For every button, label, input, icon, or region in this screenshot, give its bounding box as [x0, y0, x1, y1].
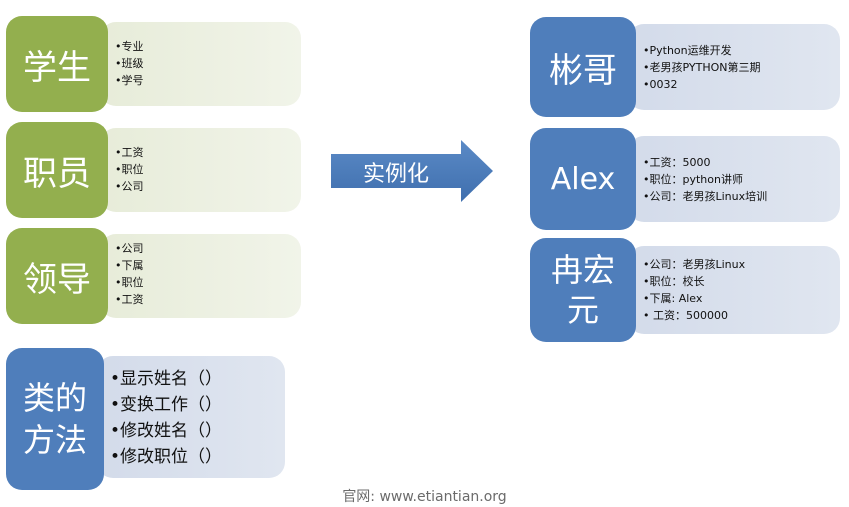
instance-binge-title: 彬哥 — [549, 50, 617, 91]
class-leader-box: 领导 — [6, 228, 108, 324]
list-item: 工资 — [115, 144, 144, 161]
list-item: 公司 — [115, 178, 144, 195]
list-item: 工资：500000 — [643, 307, 745, 324]
list-item: Python运维开发 — [643, 42, 761, 59]
class-staff-title: 职员 — [23, 153, 91, 194]
class-leader-attributes: 公司 下属 职位 工资 — [115, 240, 144, 308]
instance-alex-box: Alex — [530, 128, 636, 230]
instance-ran-title: 冉宏元 — [550, 251, 615, 329]
class-student-attributes: 专业 班级 学号 — [115, 38, 144, 89]
list-item: 职位 — [115, 161, 144, 178]
instance-ran-attributes: 公司：老男孩Linux 职位：校长 下属: Alex 工资：500000 — [643, 256, 746, 324]
instantiate-arrow — [331, 140, 493, 202]
class-student-box: 学生 — [6, 16, 108, 112]
list-item: 职位：校长 — [643, 273, 745, 290]
list-item: 下属 — [115, 257, 144, 274]
list-item: 公司：老男孩Linux — [643, 256, 746, 273]
list-item: 班级 — [115, 55, 144, 72]
footer-website: 官网: www.etiantian.org — [342, 489, 507, 505]
class-methods-list: 显示姓名（） 变换工作（） 修改姓名（） 修改职位（） — [110, 366, 222, 470]
list-item: 老男孩PYTHON第三期 — [643, 59, 761, 76]
list-item: 修改姓名（） — [110, 418, 222, 444]
class-methods-title: 类的方法 — [22, 379, 87, 459]
list-item: 学号 — [115, 72, 144, 89]
list-item: 变换工作（） — [110, 392, 222, 418]
instance-ran-box: 冉宏元 — [530, 238, 636, 342]
class-leader-title: 领导 — [23, 259, 91, 300]
instance-binge-box: 彬哥 — [530, 17, 636, 117]
list-item: 工资：5000 — [643, 154, 767, 171]
list-item: 修改职位（） — [110, 444, 222, 470]
class-methods-box: 类的方法 — [6, 348, 104, 490]
class-staff-attributes: 工资 职位 公司 — [115, 144, 144, 195]
list-item: 专业 — [115, 38, 144, 55]
list-item: 0032 — [643, 76, 761, 93]
list-item: 公司：老男孩Linux培训 — [643, 188, 768, 205]
instance-alex-title: Alex — [550, 161, 616, 197]
class-staff-box: 职员 — [6, 122, 108, 218]
list-item: 工资 — [115, 291, 144, 308]
arrow-label: 实例化 — [362, 162, 429, 187]
instance-alex-attributes: 工资：5000 职位：python讲师 公司：老男孩Linux培训 — [643, 154, 768, 205]
list-item: 显示姓名（） — [110, 366, 222, 392]
class-student-title: 学生 — [23, 47, 91, 88]
list-item: 下属: Alex — [643, 290, 745, 307]
list-item: 公司 — [115, 240, 144, 257]
instance-binge-attributes: Python运维开发 老男孩PYTHON第三期 0032 — [643, 42, 761, 93]
list-item: 职位 — [115, 274, 144, 291]
list-item: 职位：python讲师 — [643, 171, 767, 188]
